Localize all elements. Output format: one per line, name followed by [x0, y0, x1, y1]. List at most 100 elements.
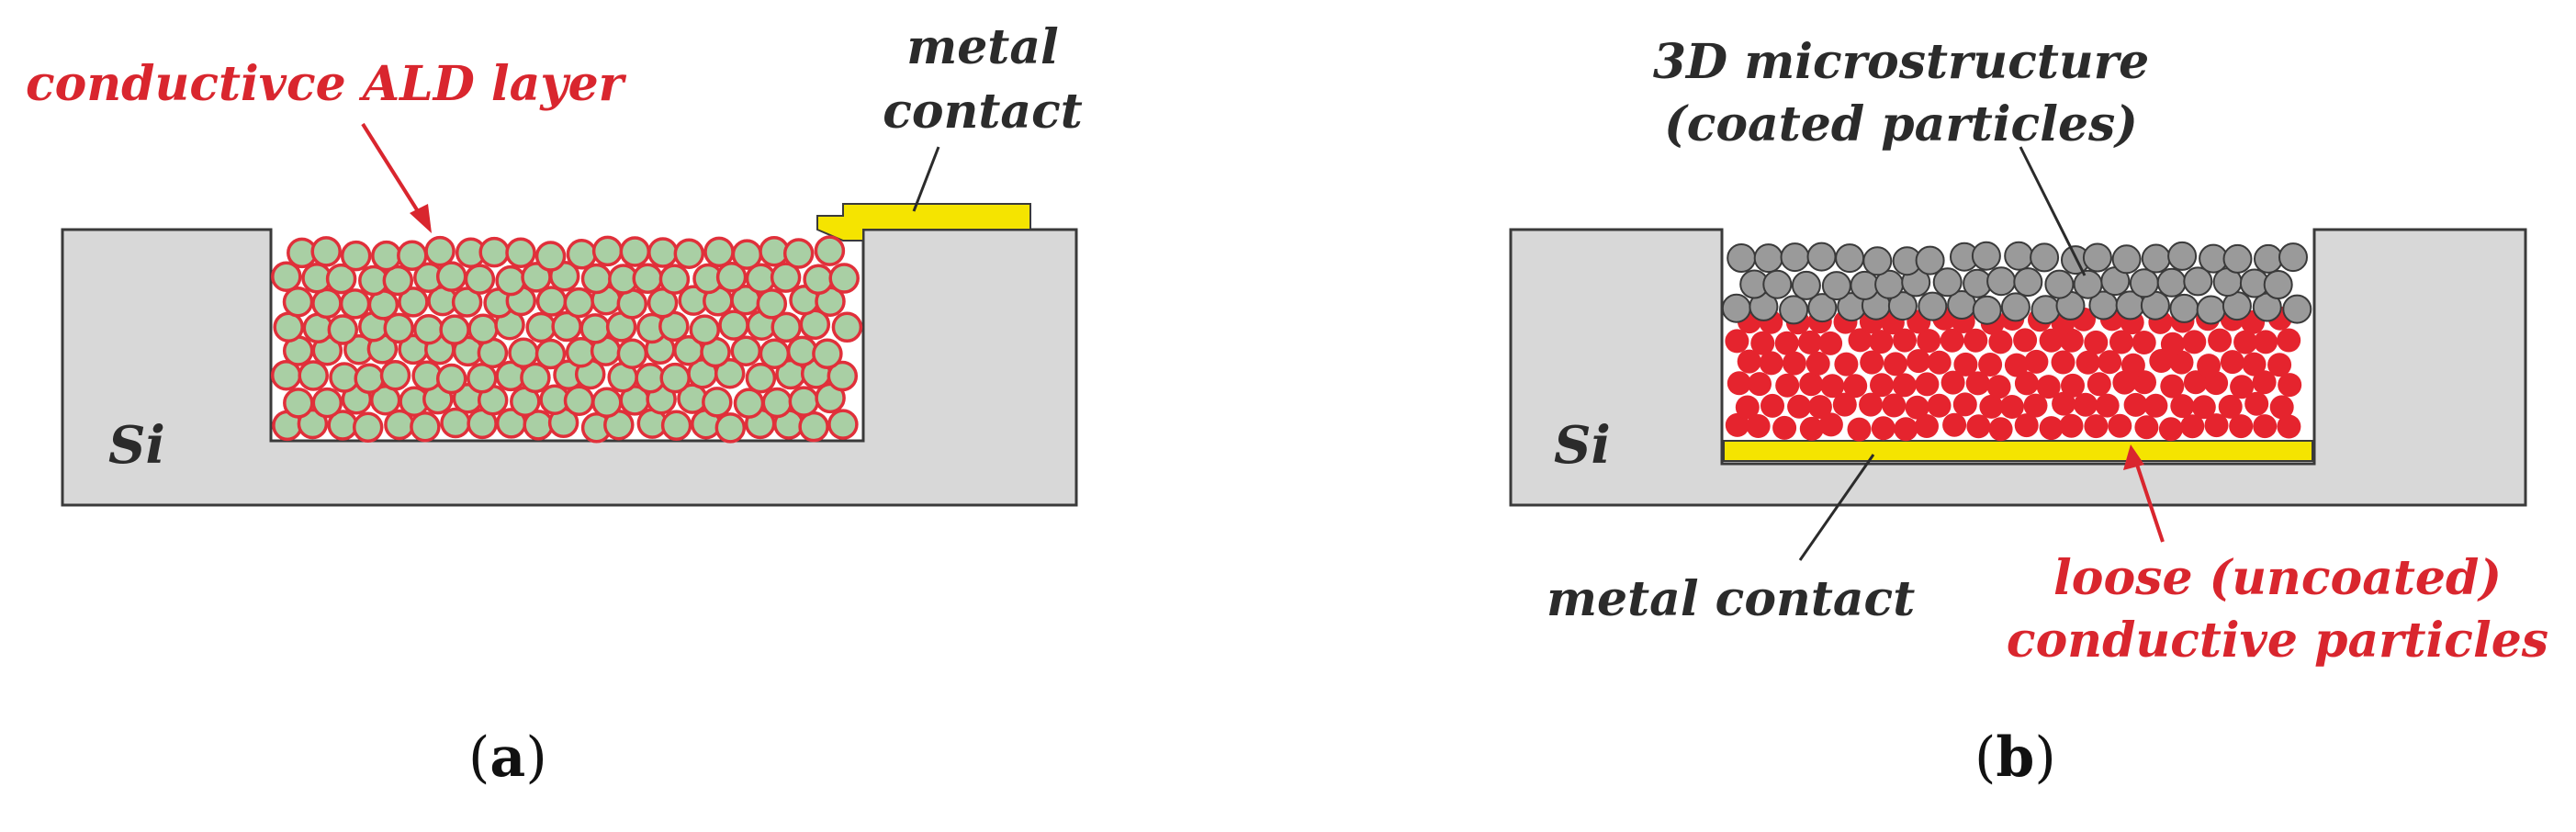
loose-particle [1750, 331, 1775, 355]
loose-particle [1979, 394, 2004, 419]
microstructure-particle [1918, 291, 1948, 321]
loose-particle [1798, 330, 1822, 354]
coated-particle [383, 312, 414, 344]
loose-particle [2267, 353, 2292, 377]
microstructure-particle [1821, 271, 1851, 301]
loose-particle [1774, 331, 1799, 355]
microstructure-particle [2196, 295, 2226, 325]
loose-particle [2061, 373, 2085, 398]
microstructure-particle [1727, 243, 1757, 273]
coated-particle [327, 314, 359, 345]
panel-b-loose-leader-line [2133, 458, 2165, 543]
loose-particle [2244, 391, 2269, 416]
coated-particle [566, 239, 598, 270]
microstructure-particle [1780, 242, 1810, 273]
loose-particle [2180, 414, 2205, 439]
coated-particle [282, 287, 314, 318]
loose-particle [1727, 371, 1751, 396]
loose-particle [2059, 413, 2084, 438]
panel-b-metal-contact-label: metal contact [1547, 571, 1916, 627]
coated-particle [591, 235, 624, 267]
loose-particle [2233, 330, 2258, 354]
coated-particle [352, 411, 384, 444]
loose-particle [1805, 351, 1830, 376]
microstructure-particle [1807, 293, 1838, 323]
coated-particle [788, 386, 820, 417]
coated-particle [382, 264, 414, 297]
loose-particle [1847, 417, 1872, 442]
microstructure-particle [1971, 241, 2001, 271]
microstructure-particle [1887, 291, 1918, 321]
loose-particle [2095, 393, 2120, 418]
loose-particle [1832, 392, 1857, 417]
coated-particle [534, 241, 567, 272]
panel-a-ald-leader-line [361, 122, 424, 220]
loose-particle [2230, 375, 2255, 399]
coated-particle [759, 338, 791, 370]
loose-particle [1893, 328, 1917, 353]
loose-particle [2182, 330, 2207, 354]
loose-particle [1818, 331, 1843, 355]
loose-particle [2220, 350, 2244, 375]
coated-particle [311, 387, 343, 419]
loose-particle [2123, 392, 2148, 417]
coated-particle [718, 309, 749, 341]
microstructure-particle [2169, 293, 2199, 323]
loose-particle [1915, 372, 1940, 397]
loose-particle [1942, 412, 1967, 437]
panel-b-loose-particles-label-line1: loose (uncoated) [2053, 550, 2502, 606]
microstructure-particle [1779, 295, 1809, 325]
coated-particle [812, 338, 843, 370]
loose-particle [1999, 395, 2024, 419]
coated-particle [397, 240, 428, 272]
loose-particle [1917, 329, 1941, 354]
loose-particle [2036, 375, 2061, 399]
coated-particle [371, 240, 402, 272]
loose-particle [2039, 416, 2064, 441]
loose-particle [1963, 328, 1988, 353]
loose-particle [1870, 373, 1894, 398]
coated-particle [632, 263, 663, 295]
loose-particle [2277, 328, 2301, 353]
loose-particle [1859, 392, 1884, 417]
coated-particle [563, 385, 595, 417]
loose-particle [1966, 414, 1991, 439]
loose-particle [1988, 417, 2013, 442]
loose-particle [2269, 395, 2294, 420]
loose-particle [2183, 370, 2208, 395]
coated-particle [658, 264, 691, 295]
coated-particle [271, 261, 302, 292]
loose-particle [1760, 393, 1784, 418]
loose-particle [2014, 413, 2039, 438]
loose-particle [1843, 374, 1868, 399]
coated-particle [535, 286, 568, 317]
panel-a-caption-letter: a [489, 725, 526, 790]
panel-a-coated-particles [270, 235, 863, 444]
loose-particle [1772, 415, 1797, 440]
loose-particle [2074, 392, 2098, 417]
coated-particle [730, 335, 762, 366]
loose-particle [1782, 351, 1806, 376]
loose-particle [1746, 414, 1771, 438]
coated-particle [340, 240, 372, 272]
coated-particle [619, 236, 651, 267]
coated-particle [439, 314, 470, 345]
panel-b-caption: (b) [1974, 725, 2056, 790]
microstructure-particle [1791, 270, 1821, 300]
coated-particle [591, 387, 623, 419]
loose-particle [2252, 370, 2277, 395]
microstructure-particle [1932, 267, 1963, 298]
loose-particle [2254, 330, 2278, 354]
coated-particle [827, 409, 859, 440]
microstructure-particle [2044, 269, 2075, 299]
loose-particle [1988, 330, 2013, 354]
coated-particle [761, 387, 793, 419]
microstructure-particle [2183, 266, 2213, 297]
loose-particle [1848, 328, 1873, 353]
loose-particle [2242, 352, 2267, 377]
loose-particle [1884, 352, 1907, 377]
coated-particle [580, 263, 613, 295]
loose-particle [2098, 350, 2122, 375]
loose-particle [1748, 372, 1772, 397]
